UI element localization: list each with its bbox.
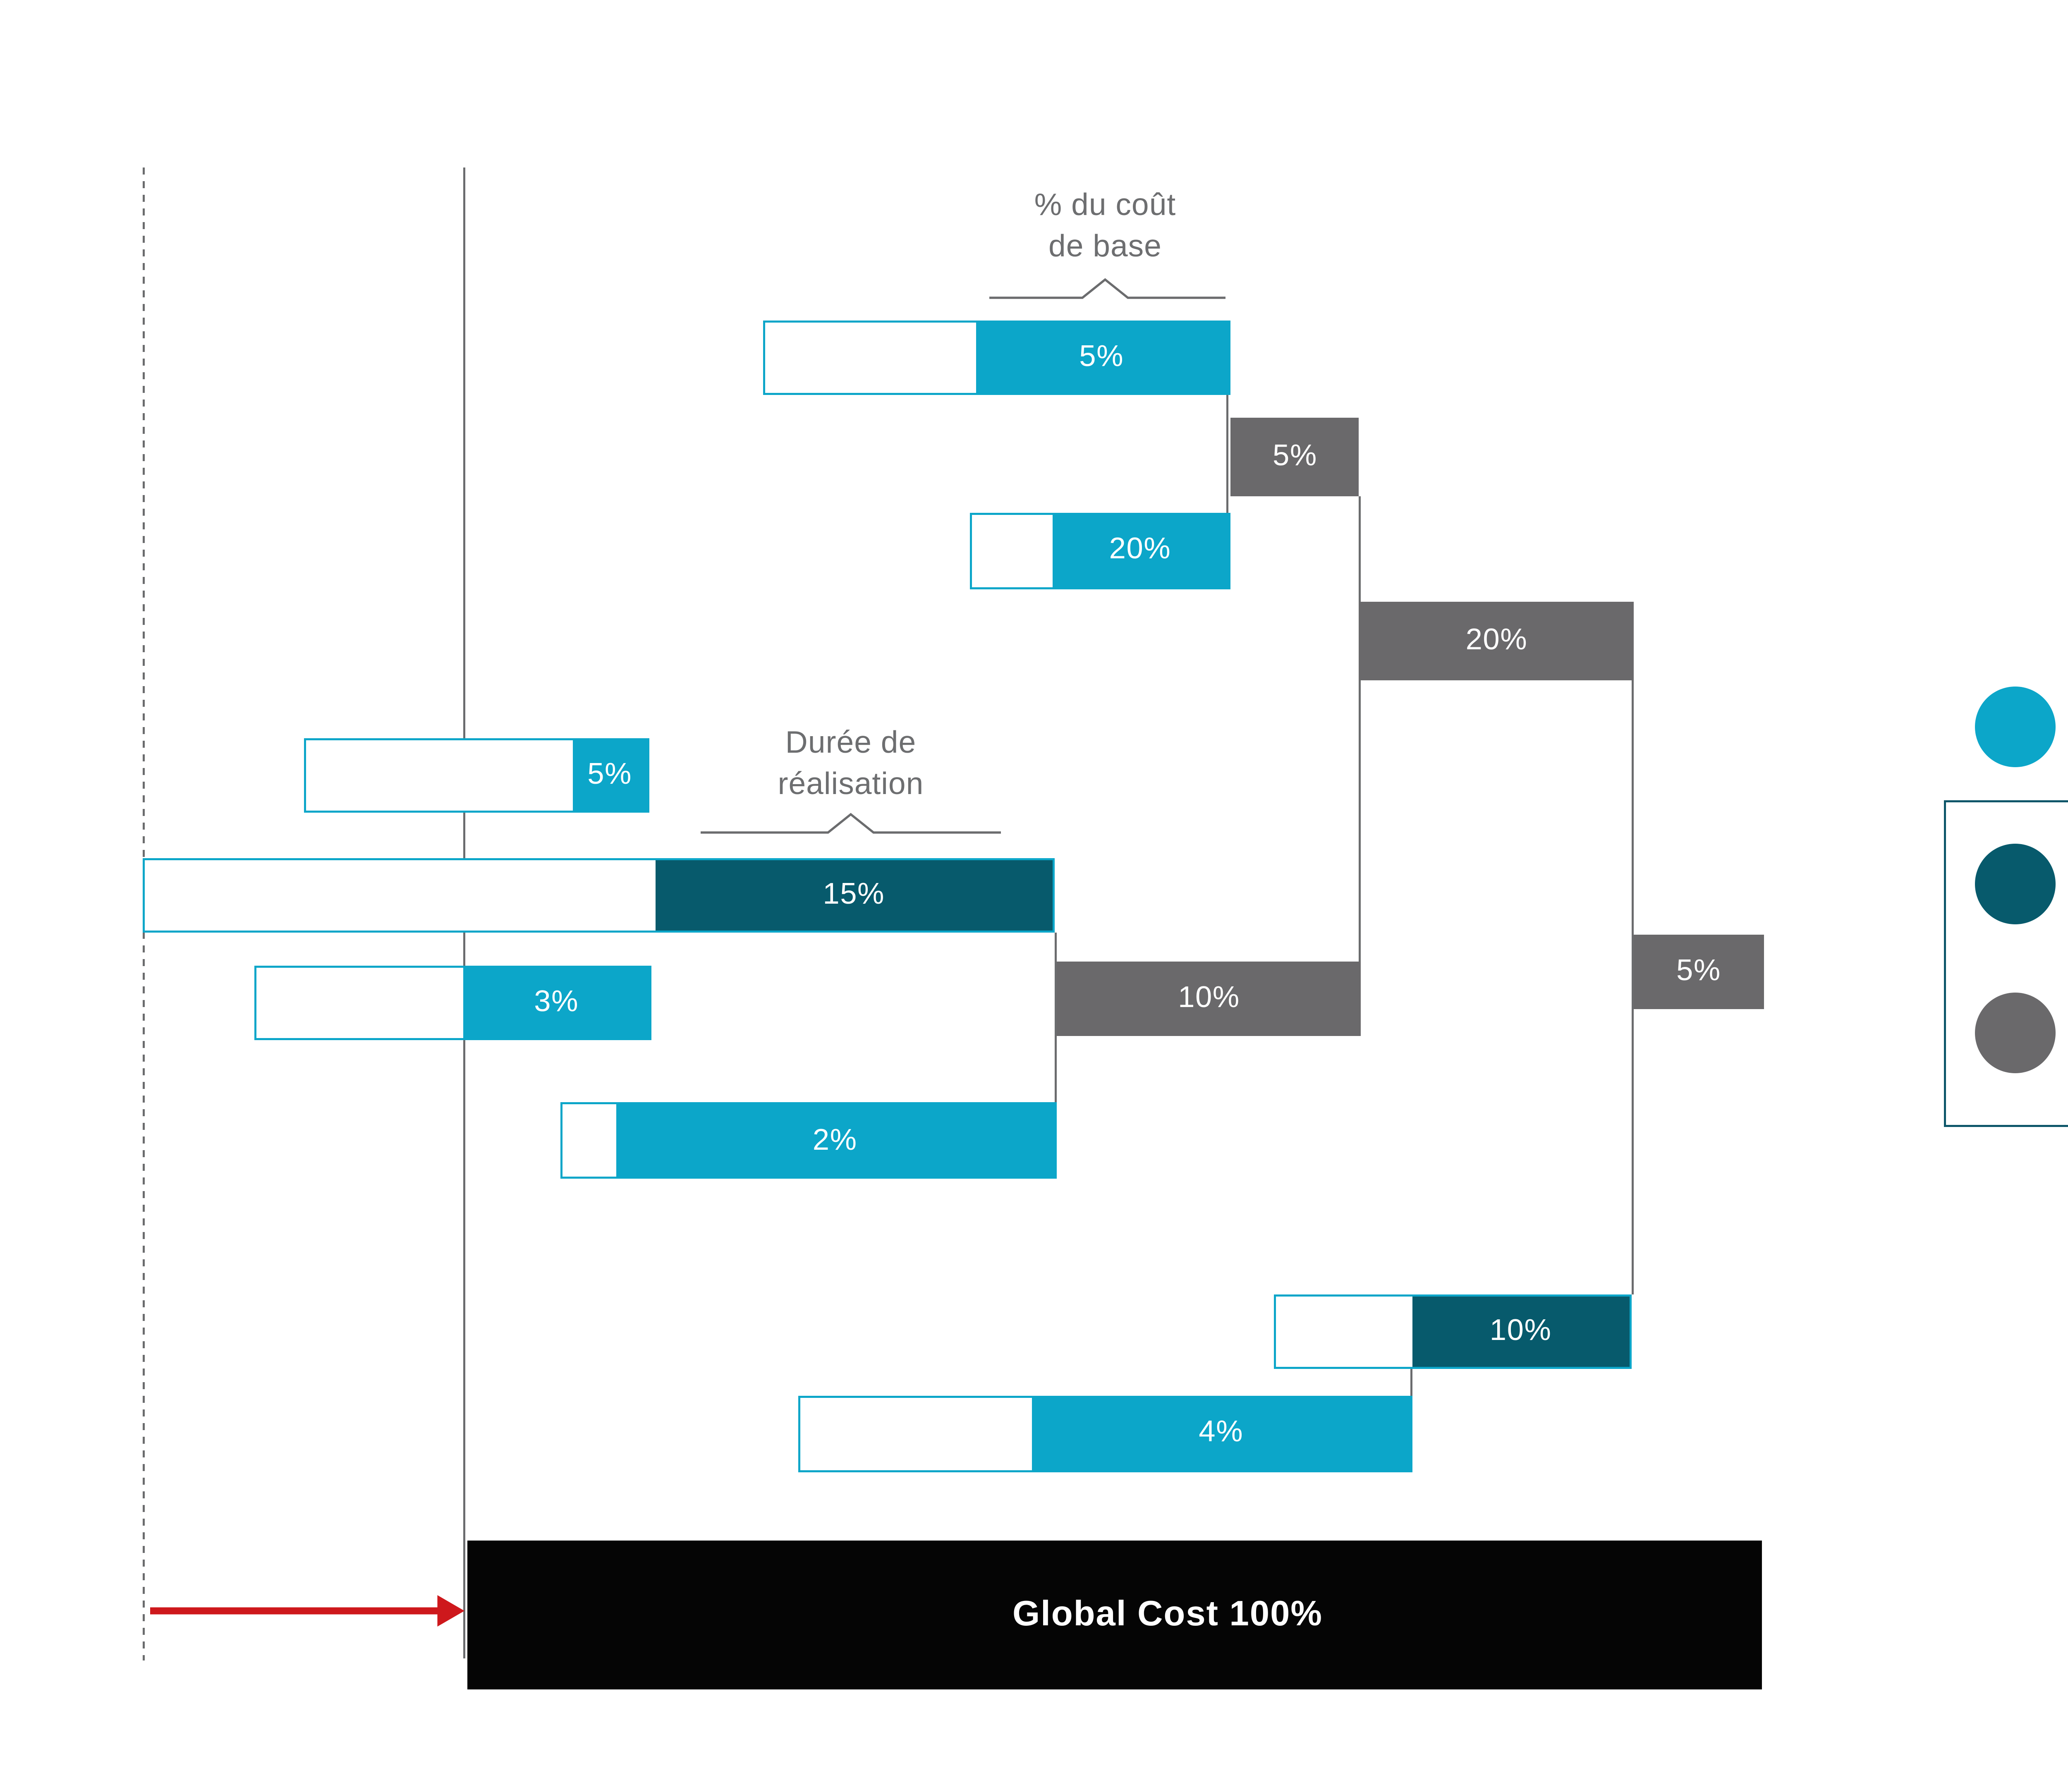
- bar-internal-20: 20%: [970, 512, 1230, 589]
- connector-line: [1227, 395, 1229, 512]
- subcontracting-swatch-icon: [1975, 993, 2056, 1074]
- lead-time-box: [257, 968, 464, 1038]
- cost-heading-brace: [989, 278, 1225, 299]
- cost-heading-line2: de base: [1048, 229, 1162, 264]
- lead-time-box: [972, 514, 1053, 587]
- bar-internal-2: 2%: [560, 1102, 1057, 1179]
- lead-time-box: [766, 323, 976, 393]
- legend-box: [1943, 800, 2068, 1128]
- bar-value-label: 5%: [1273, 440, 1317, 474]
- bar-sub-5-mid: 5%: [1230, 418, 1360, 495]
- connector-line: [1358, 679, 1360, 962]
- bar-sub-10: 10%: [1057, 962, 1361, 1036]
- bar-value-label: 5%: [1079, 341, 1124, 375]
- bar-value-label: 20%: [1465, 624, 1528, 658]
- lead-time-box: [563, 1105, 615, 1176]
- bar-value-label: 15%: [655, 861, 1053, 931]
- lead-time-box: [1276, 1296, 1412, 1367]
- bar-sub-5-right: 5%: [1632, 933, 1764, 1009]
- bar-value-label: 10%: [1412, 1296, 1630, 1367]
- cost-heading: % du coût de base: [878, 187, 1333, 267]
- bar-material-10: 10%: [1273, 1293, 1632, 1370]
- bar-internal-4: 4%: [797, 1395, 1412, 1472]
- bar-value-label: 10%: [1178, 982, 1240, 1015]
- lead-time-box: [800, 1398, 1033, 1469]
- duration-heading-line2: réalisation: [778, 767, 924, 802]
- duration-heading-brace: [700, 813, 1001, 834]
- bar-value-label: 20%: [1109, 534, 1171, 567]
- duration-heading-line1: Durée de: [785, 726, 917, 762]
- connector-line: [1055, 933, 1057, 1102]
- cost-heading-line1: % du coût: [1034, 189, 1176, 224]
- red-arrow-head-icon: [437, 1595, 464, 1627]
- global-cost-bar: Global Cost 100%: [466, 1541, 1761, 1690]
- global-cost-label: Global Cost 100%: [1012, 1595, 1323, 1634]
- bar-material-15: 15%: [142, 858, 1055, 933]
- bar-value-label: 3%: [534, 986, 579, 1019]
- legend-item-material: Material Item - Design - Lead Time - Cos…: [1975, 843, 2068, 924]
- lead-time-box: [145, 861, 655, 931]
- bar-value-label: 2%: [812, 1124, 857, 1157]
- bar-value-label: 5%: [1676, 955, 1721, 988]
- material-item-swatch-icon: [1975, 843, 2056, 924]
- lead-time-box: [306, 741, 573, 811]
- connector-line: [1411, 1369, 1413, 1395]
- internal-production-swatch-icon: [1975, 686, 2056, 767]
- connector-line: [1358, 495, 1360, 602]
- bar-sub-20: 20%: [1359, 602, 1634, 679]
- bar-value-label: 4%: [1199, 1417, 1244, 1450]
- bar-internal-3: 3%: [254, 965, 652, 1040]
- legend-item-internal-production: Internal Production - Customer rooting -…: [1975, 686, 2068, 767]
- duration-heading: Durée de réalisation: [623, 725, 1078, 805]
- bar-internal-5-top: 5%: [763, 321, 1230, 395]
- red-arrow-shaft: [150, 1607, 438, 1615]
- bar-value-label: 5%: [587, 759, 632, 793]
- connector-line: [1630, 679, 1633, 1294]
- bar-internal-5-left: 5%: [303, 738, 649, 813]
- legend-item-subcontracting: Subcontracting Item - Supplier Rooting -…: [1975, 993, 2068, 1074]
